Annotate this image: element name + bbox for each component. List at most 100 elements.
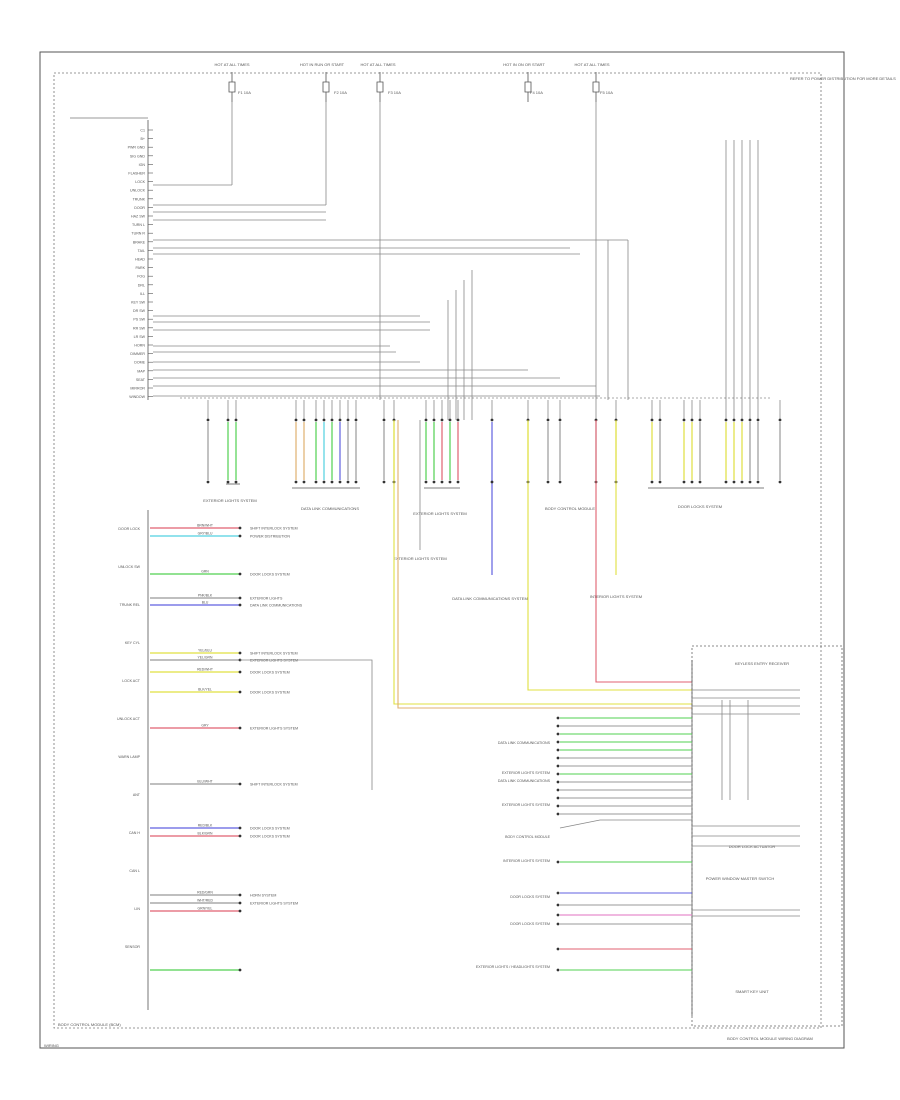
- connector-pin: [424, 418, 428, 422]
- connector-pin: [748, 418, 752, 422]
- pin-label: PS SW: [133, 318, 145, 322]
- connector-pin: [330, 480, 334, 484]
- destination-label: EXTERIOR LIGHTS SYSTEM: [250, 659, 298, 663]
- middle-box-label: EXTERIOR LIGHTS SYSTEM: [393, 556, 447, 561]
- connector-pin: [556, 947, 560, 951]
- connector-pin: [322, 480, 326, 484]
- destination-label: EXTERIOR LIGHTS / HEADLIGHTS SYSTEM: [476, 965, 550, 969]
- destination-label: EXTERIOR LIGHTS SYSTEM: [502, 803, 550, 807]
- pin-label: TRUNK: [133, 197, 146, 201]
- connector-pin: [238, 670, 242, 674]
- destination-label: SHIFT INTERLOCK SYSTEM: [250, 652, 298, 656]
- destination-label: DATA LINK COMMUNICATIONS: [498, 779, 551, 783]
- fuse-label: F4 10A: [530, 90, 543, 95]
- pin-label: PWR GND: [128, 146, 146, 150]
- pin-label: C1: [140, 129, 145, 133]
- pin-label: LOCK: [135, 180, 145, 184]
- middle-box-label: DOOR LOCKS SYSTEM: [678, 504, 722, 509]
- connector-pin: [556, 764, 560, 768]
- destination-label: DOOR LOCKS SYSTEM: [510, 895, 550, 899]
- pin-label: DOOR LOCK: [118, 527, 140, 531]
- right-top-note: REFER TO POWER DISTRIBUTION FOR MORE DET…: [790, 76, 896, 81]
- connector-pin: [382, 418, 386, 422]
- pin-label: TAIL: [138, 249, 145, 253]
- connector-pin: [556, 796, 560, 800]
- fuse-label: F3 10A: [388, 90, 401, 95]
- connector-pin: [238, 526, 242, 530]
- fuse-label: F5 10A: [600, 90, 613, 95]
- top-label: HOT IN ON OR START: [503, 62, 545, 67]
- middle-box-labels: EXTERIOR LIGHTS SYSTEM DATA LINK COMMUNI…: [203, 498, 722, 601]
- connector-pin: [354, 480, 358, 484]
- connector-pin: [724, 480, 728, 484]
- pin-label: DOOR: [134, 206, 145, 210]
- pin-label: ANT: [133, 793, 141, 797]
- gray-wire: [559, 819, 692, 829]
- diagram-frame: [39, 51, 845, 1049]
- connector-pin: [238, 826, 242, 830]
- connector-pin: [698, 418, 702, 422]
- connector-pin: [346, 418, 350, 422]
- connector-pin: [740, 480, 744, 484]
- vertical-drops: [180, 397, 781, 575]
- upper-wire-bundle: [153, 102, 759, 420]
- pin-label: WARN LAMP: [118, 755, 140, 759]
- connector-pin: [556, 968, 560, 972]
- connector-pin: [330, 418, 334, 422]
- connector-pin: [302, 418, 306, 422]
- connector-pin: [698, 480, 702, 484]
- destination-label: EXTERIOR LIGHTS SYSTEM: [250, 727, 298, 731]
- connector-pin: [238, 572, 242, 576]
- wire-color-label: RED/GRN: [197, 891, 213, 895]
- connector-pin: [556, 891, 560, 895]
- connector-pin: [748, 480, 752, 484]
- destination-label: DOOR LOCKS SYSTEM: [250, 835, 290, 839]
- pin-label: IGN: [139, 163, 146, 167]
- connector-pin: [456, 480, 460, 484]
- pin-label: MAP: [137, 369, 145, 373]
- destination-label: HORN SYSTEM: [250, 894, 276, 898]
- wire-to-ground: [240, 659, 373, 790]
- connector-pin: [556, 804, 560, 808]
- connector-pin: [238, 726, 242, 730]
- wire-color-label: WHT/RED: [197, 899, 213, 903]
- destination-label: BODY CONTROL MODULE: [505, 835, 551, 839]
- wire-color-label: GRN: [201, 570, 209, 574]
- connector-pin: [556, 788, 560, 792]
- connector-pin: [346, 480, 350, 484]
- wire-color-label: GRY: [201, 724, 209, 728]
- connector-pin: [556, 922, 560, 926]
- pin-label: HAZ SW: [131, 215, 146, 219]
- connector-pin: [314, 480, 318, 484]
- wire-color-label: RED/WHT: [197, 668, 213, 672]
- connector-pin: [740, 418, 744, 422]
- right-box-label: KEYLESS ENTRY RECEIVER: [735, 661, 789, 666]
- connector-pin: [556, 903, 560, 907]
- connector-pin: [778, 418, 782, 422]
- connector-pin: [490, 418, 494, 422]
- destination-label: DOOR LOCKS SYSTEM: [510, 922, 550, 926]
- middle-box-label: EXTERIOR LIGHTS SYSTEM: [413, 511, 467, 516]
- red-wire-right: [595, 420, 692, 683]
- destination-label: SHIFT INTERLOCK SYSTEM: [250, 527, 298, 531]
- connector-pin: [354, 418, 358, 422]
- pin-label: MIRROR: [130, 387, 145, 391]
- connector-pin: [756, 480, 760, 484]
- connector-pin: [322, 418, 326, 422]
- destination-label: EXTERIOR LIGHTS SYSTEM: [250, 902, 298, 906]
- pin-label: LOCK ACT: [122, 679, 141, 683]
- pin-label: CAN L: [129, 869, 140, 873]
- connector-pin: [724, 418, 728, 422]
- destination-label: INTERIOR LIGHTS SYSTEM: [503, 859, 550, 863]
- connector-pin: [238, 968, 242, 972]
- yellow-routed-wires: [393, 420, 692, 709]
- connector-pin: [556, 748, 560, 752]
- yellow-wire-b: [527, 420, 692, 691]
- right-box-label: SMART KEY UNIT: [735, 989, 769, 994]
- connector-pin: [650, 418, 654, 422]
- connector-pin: [238, 603, 242, 607]
- destination-label: DOOR LOCKS SYSTEM: [250, 671, 290, 675]
- connector-pin: [440, 418, 444, 422]
